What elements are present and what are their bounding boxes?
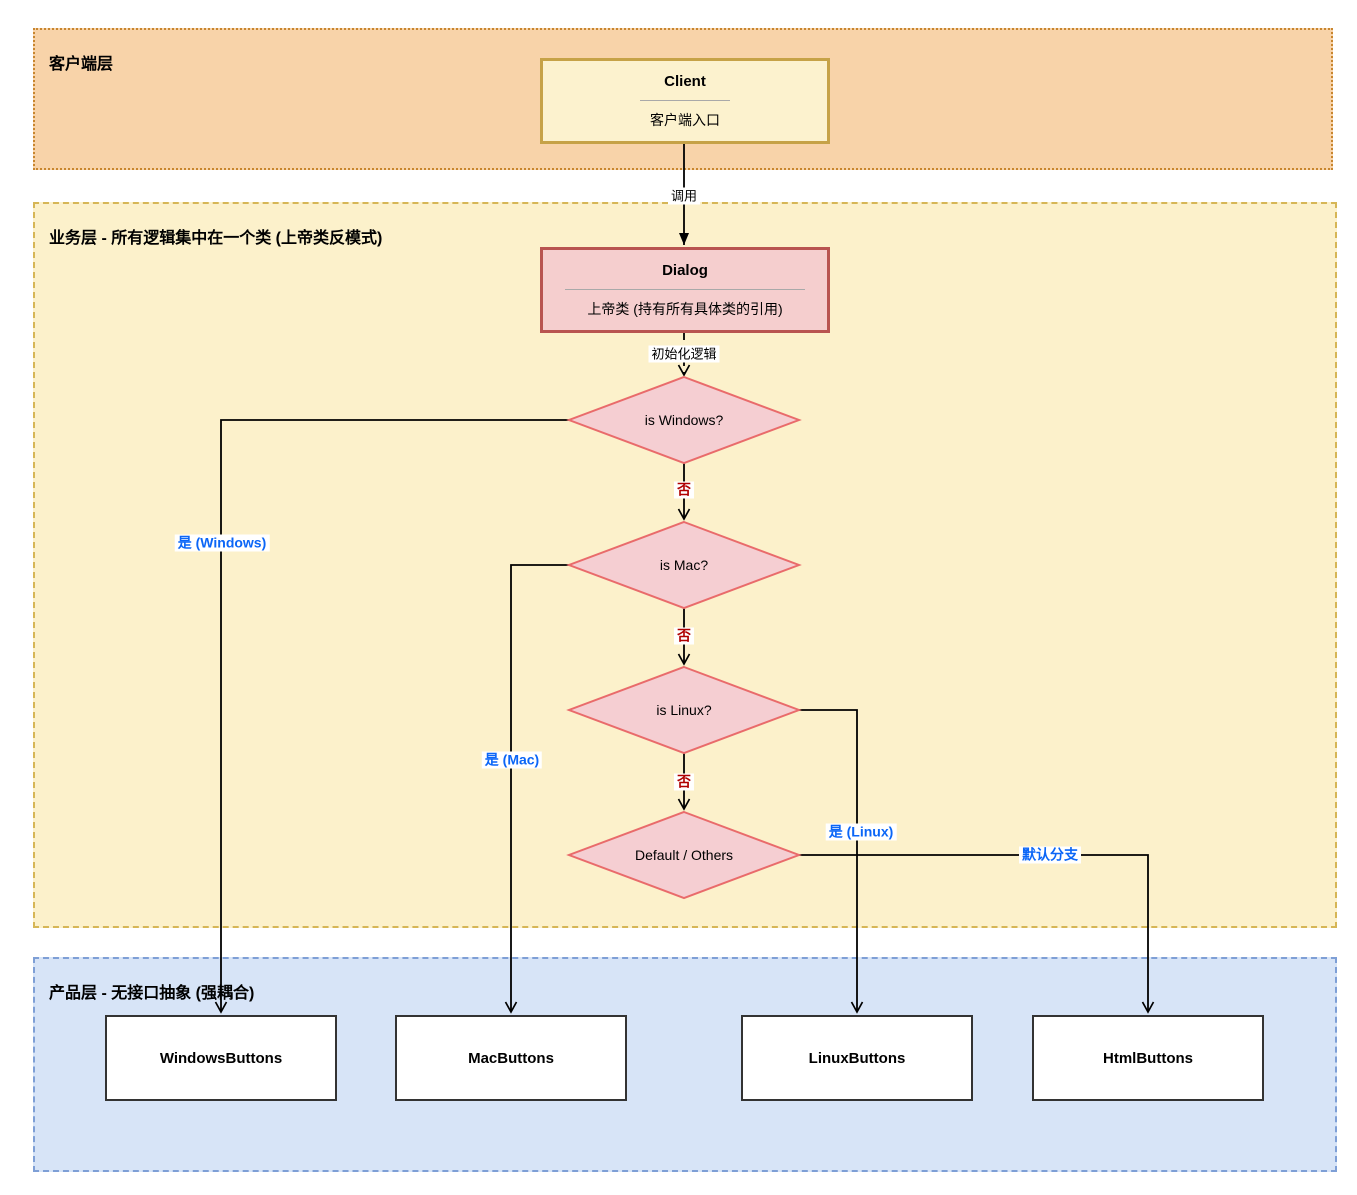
node-client: Client 客户端入口 bbox=[540, 58, 830, 144]
decision-mac-label: is Mac? bbox=[659, 557, 709, 573]
edge-label-default: 默认分支 bbox=[1019, 846, 1081, 864]
node-client-divider bbox=[640, 100, 730, 101]
layer-product-label: 产品层 - 无接口抽象 (强耦合) bbox=[49, 985, 255, 1002]
decision-windows-label: is Windows? bbox=[644, 412, 724, 428]
node-linux-buttons-label: LinuxButtons bbox=[808, 1049, 906, 1067]
node-mac-buttons-label: MacButtons bbox=[468, 1049, 554, 1067]
edge-label-yes-windows: 是 (Windows) bbox=[174, 534, 270, 552]
node-windows-buttons-label: WindowsButtons bbox=[159, 1049, 283, 1067]
edge-label-no-1: 否 bbox=[674, 481, 694, 499]
edge-default-branch bbox=[799, 854, 1155, 1014]
layer-business-label: 业务层 - 所有逻辑集中在一个类 (上帝类反模式) bbox=[49, 230, 383, 247]
edge-label-no-3: 否 bbox=[674, 773, 694, 791]
edge-yes-linux bbox=[799, 709, 864, 1014]
node-client-title: Client bbox=[664, 73, 706, 90]
node-mac-buttons: MacButtons bbox=[395, 1015, 627, 1101]
node-dialog-subtitle: 上帝类 (持有所有具体类的引用) bbox=[587, 301, 783, 317]
decision-linux-shape bbox=[566, 665, 802, 755]
decision-windows-shape bbox=[566, 375, 802, 465]
decision-default-shape bbox=[566, 810, 802, 900]
decision-linux-label: is Linux? bbox=[656, 702, 712, 718]
node-dialog-divider bbox=[565, 289, 805, 290]
node-dialog-title: Dialog bbox=[662, 262, 708, 279]
edge-label-init: 初始化逻辑 bbox=[648, 345, 720, 363]
edge-label-yes-linux: 是 (Linux) bbox=[825, 823, 897, 841]
edge-label-yes-mac: 是 (Mac) bbox=[481, 751, 543, 769]
edge-label-call: 调用 bbox=[667, 187, 701, 205]
node-linux-buttons: LinuxButtons bbox=[741, 1015, 973, 1101]
edge-yes-mac bbox=[504, 564, 569, 1014]
node-client-subtitle: 客户端入口 bbox=[650, 112, 720, 128]
node-html-buttons: HtmlButtons bbox=[1032, 1015, 1264, 1101]
decision-default-label: Default / Others bbox=[634, 847, 734, 863]
decision-mac-shape bbox=[566, 520, 802, 610]
edge-yes-windows bbox=[214, 419, 569, 1014]
node-dialog: Dialog 上帝类 (持有所有具体类的引用) bbox=[540, 247, 830, 333]
node-windows-buttons: WindowsButtons bbox=[105, 1015, 337, 1101]
node-html-buttons-label: HtmlButtons bbox=[1103, 1049, 1193, 1067]
layer-client-label: 客户端层 bbox=[49, 56, 114, 73]
edge-label-no-2: 否 bbox=[674, 627, 694, 645]
